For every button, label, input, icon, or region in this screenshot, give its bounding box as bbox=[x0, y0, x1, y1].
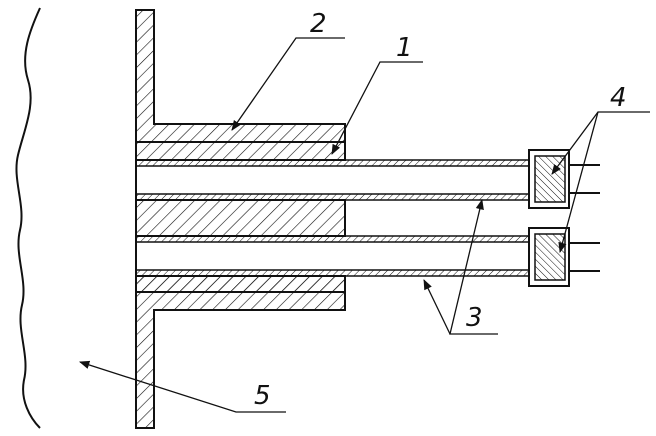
end-cap-lower bbox=[528, 227, 600, 287]
flange-sleeve-upper bbox=[135, 141, 346, 161]
leader-5 bbox=[79, 360, 286, 413]
end-cap-upper bbox=[528, 149, 600, 209]
flange-sleeve-lower bbox=[135, 275, 346, 293]
leader-1 bbox=[331, 61, 423, 155]
tube-upper bbox=[135, 159, 532, 201]
label-5: 5 bbox=[254, 381, 271, 411]
label-4: 4 bbox=[610, 83, 627, 113]
label-3: 3 bbox=[466, 303, 483, 333]
leader-4b bbox=[558, 111, 599, 254]
leader-2 bbox=[231, 37, 345, 131]
vessel-wall-lower bbox=[135, 275, 346, 429]
wall-break-line bbox=[15, 7, 41, 429]
label-2: 2 bbox=[310, 9, 327, 39]
insert-block bbox=[135, 199, 346, 237]
label-1: 1 bbox=[396, 33, 413, 63]
leader-3b bbox=[423, 279, 451, 335]
leader-lines bbox=[79, 37, 650, 413]
